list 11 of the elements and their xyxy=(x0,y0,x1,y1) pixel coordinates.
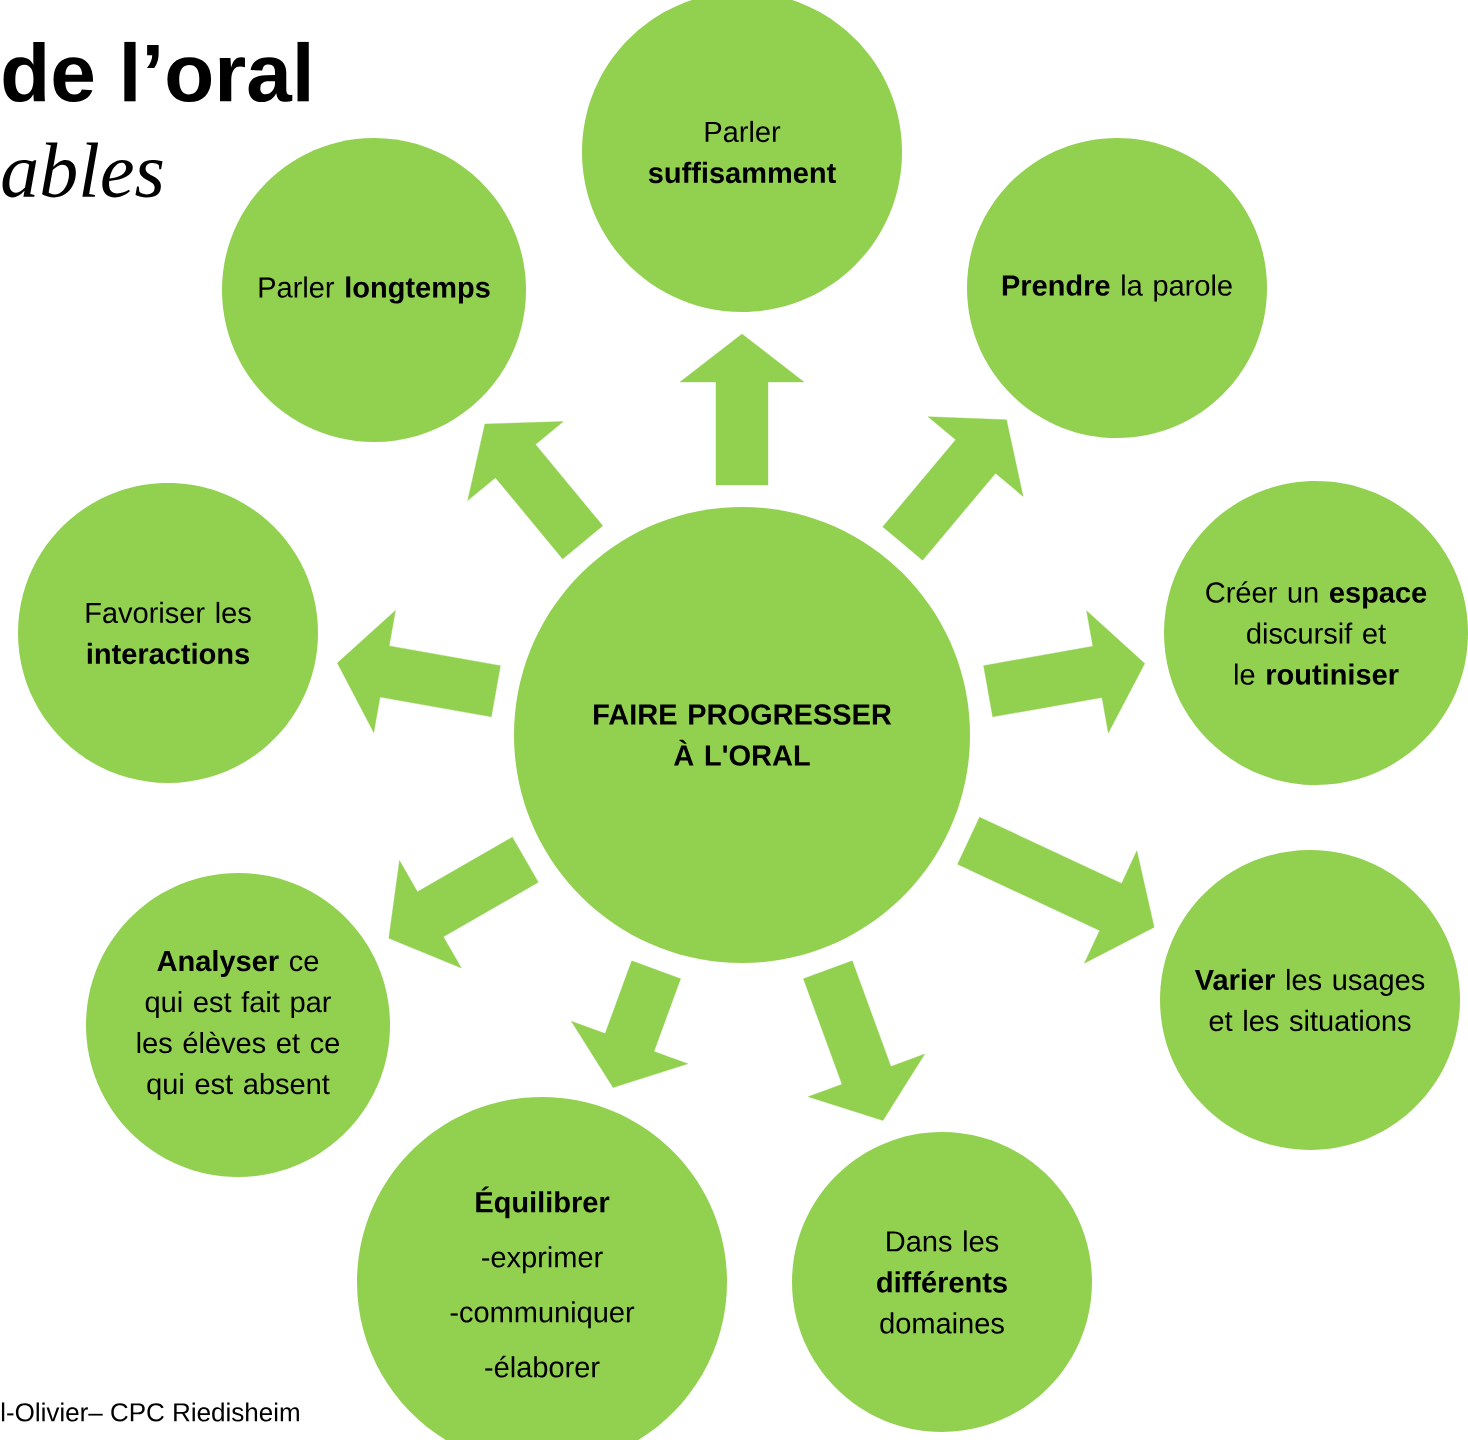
block-arrow xyxy=(882,416,1024,561)
title-text: de l’oral xyxy=(3,41,309,103)
block-arrow xyxy=(571,960,688,1088)
credit-text: l-Olivier– CPC Riedisheim xyxy=(1,1402,299,1422)
block-arrow xyxy=(388,836,539,969)
block-arrow xyxy=(467,421,603,560)
block-arrow xyxy=(337,610,501,733)
block-arrow xyxy=(957,816,1155,964)
block-arrow xyxy=(803,960,925,1121)
block-arrow xyxy=(679,333,805,486)
block-arrow xyxy=(983,610,1145,734)
